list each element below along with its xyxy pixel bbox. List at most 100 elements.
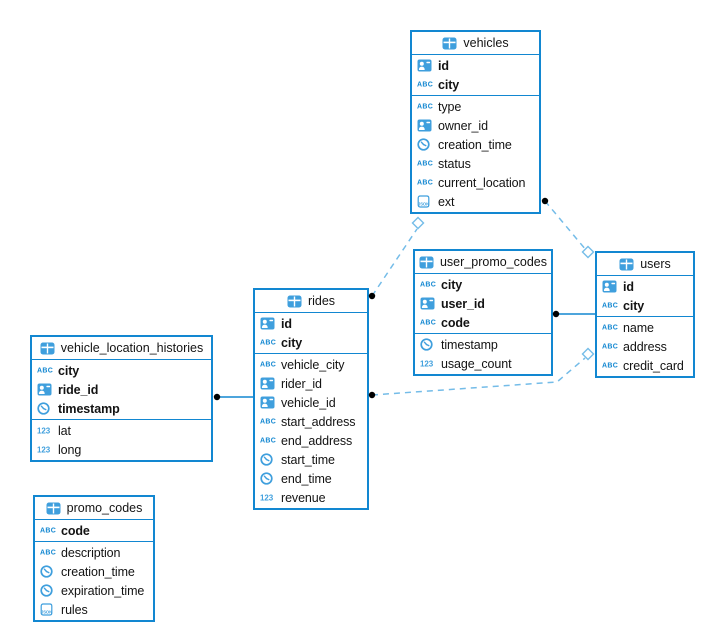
field-label: city [623,298,645,313]
one-side-diamond-users [581,347,595,361]
text-type-icon: ABC [40,549,56,557]
field-label: rules [61,602,88,617]
table-header[interactable]: rides [255,290,367,313]
field-label: expiration_time [61,583,145,598]
key-fields-section: ABC code [35,520,153,542]
field-label: id [438,58,449,73]
number-type-icon-glyph: 123 [37,426,51,435]
field-row-user_id: user_id [415,294,551,313]
table-title: users [640,257,671,271]
number-type-icon: 123 [260,494,276,502]
json-icon-wrap: JSON [417,195,433,208]
table-title: rides [307,294,336,308]
text-type-icon-glyph: ABC [40,527,57,535]
text-type-icon-glyph: ABC [420,319,437,327]
table-icon [46,502,61,514]
id-badge-icon [417,119,432,132]
field-row-ride_id: ride_id [32,380,211,399]
table-icon [287,295,302,307]
table-icon-wrap [442,37,458,50]
text-type-icon-glyph: ABC [417,179,434,187]
field-label: address [623,339,667,354]
field-label: end_address [281,433,353,448]
field-row-timestamp: timestamp [32,399,211,418]
table-header[interactable]: vehicles [412,32,539,55]
clock-icon-wrap [37,402,53,415]
table-icon-wrap [287,295,303,308]
field-label: city [58,363,80,378]
field-row-city: ABC city [412,75,539,94]
field-label: lat [58,423,71,438]
many-side-dot-user_promo_codes [552,310,560,318]
table-header[interactable]: users [597,253,693,276]
clock-icon [417,138,430,151]
edge-rides-vehicles [371,228,418,297]
text-type-icon-glyph: ABC [417,81,434,89]
id-badge-icon [420,297,435,310]
json-icon: JSON [40,603,53,616]
text-type-icon: ABC [417,160,433,168]
table-header[interactable]: vehicle_location_histories [32,337,211,360]
number-type-icon-glyph: 123 [420,359,434,368]
text-type-icon: ABC [602,343,618,351]
table-title: promo_codes [66,501,143,515]
field-label: status [438,156,471,171]
id-badge-icon-wrap [37,383,53,396]
table-header[interactable]: promo_codes [35,497,153,520]
field-row-id: id [255,314,367,333]
field-label: start_time [281,452,335,467]
field-label: type [438,99,462,114]
text-type-icon: ABC [260,437,276,445]
field-row-credit_card: ABC credit_card [597,356,693,375]
json-icon: JSON [417,195,430,208]
field-label: name [623,320,654,335]
field-row-long: 123 long [32,440,211,459]
field-label: timestamp [58,401,120,416]
number-type-icon: 123 [420,360,436,368]
text-type-icon-glyph: ABC [260,361,277,369]
text-type-icon: ABC [260,361,277,369]
field-row-creation_time: creation_time [35,562,153,581]
text-type-icon: ABC [417,81,434,89]
text-type-icon-glyph: ABC [602,362,619,370]
field-row-end_time: end_time [255,469,367,488]
id-badge-icon-wrap [260,317,276,330]
table-icon-wrap [46,502,62,515]
many-side-dot-rides [368,391,376,399]
number-type-icon: 123 [37,446,53,454]
field-label: code [61,523,90,538]
number-type-icon: 123 [37,427,53,435]
one-side-diamond-users [581,245,595,259]
field-row-expiration_time: expiration_time [35,581,153,600]
text-type-icon: ABC [417,103,433,111]
field-label: user_id [441,296,485,311]
field-row-address: ABC address [597,337,693,356]
clock-icon [37,402,50,415]
table-header[interactable]: user_promo_codes [415,251,551,274]
field-row-timestamp: timestamp [415,335,551,354]
table-icon-wrap [619,258,635,271]
field-label: vehicle_id [281,395,336,410]
field-label: credit_card [623,358,684,373]
field-label: city [438,77,460,92]
field-label: long [58,442,82,457]
one-side-diamond-vehicles [411,216,425,230]
table-title: user_promo_codes [439,255,547,269]
text-type-icon: ABC [40,527,57,535]
